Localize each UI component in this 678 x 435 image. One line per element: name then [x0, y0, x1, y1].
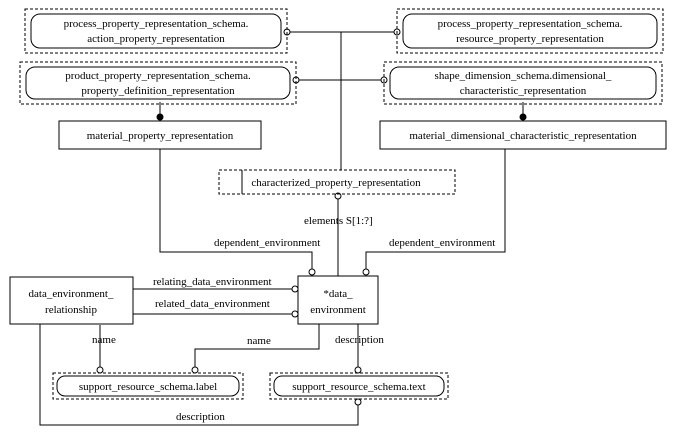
elements-label: elements S[1:?] [304, 215, 373, 227]
material-property-label: material_property_representation [87, 130, 234, 142]
material-property-representation-box: material_property_representation [58, 120, 262, 150]
relationship-line2: relationship [45, 304, 97, 316]
dimensional-characteristic-representation-box: shape_dimension_schema.dimensional_ char… [383, 61, 663, 105]
relation-labels: elements S[1:?] dependent_environment de… [92, 215, 495, 423]
property-definition-line2: property_definition_representation [81, 85, 235, 97]
related-data-environment-label: related_data_environment [155, 298, 270, 310]
support-resource-label-box: support_resource_schema.label [52, 372, 244, 400]
dimensional-characteristic-line2: characteristic_representation [460, 85, 587, 97]
name-left-label: name [92, 334, 116, 346]
dimensional-characteristic-line1: shape_dimension_schema.dimensional_ [435, 70, 612, 82]
resource-property-line1: process_property_representation_schema. [438, 18, 623, 30]
action-property-line1: process_property_representation_schema. [64, 18, 249, 30]
description-right-label: description [335, 334, 384, 346]
action-property-line2: action_property_representation [87, 33, 225, 45]
data-environment-box: *data_ environment [297, 275, 379, 325]
data-environment-relationship-box: data_environment_ relationship [9, 276, 134, 325]
action-property-representation-box: process_property_representation_schema. … [24, 8, 288, 54]
characterized-property-representation-box: characterized_property_representation [218, 169, 456, 195]
data-environment-line2: environment [310, 304, 366, 316]
resource-property-line2: resource_property_representation [456, 33, 604, 45]
description-bottom-label: description [176, 411, 225, 423]
dependent-environment-right-label: dependent_environment [389, 237, 495, 249]
support-resource-label-text: support_resource_schema.label [79, 381, 217, 393]
data-environment-line1: *data_ [323, 288, 353, 300]
relationship-line1: data_environment_ [29, 288, 114, 300]
property-definition-representation-box: product_property_representation_schema. … [19, 61, 297, 105]
material-dimensional-characteristic-representation-box: material_dimensional_characteristic_repr… [379, 120, 667, 150]
dependent-environment-left-label: dependent_environment [214, 237, 320, 249]
support-resource-text-box: support_resource_schema.text [269, 372, 449, 400]
property-definition-line1: product_property_representation_schema. [65, 70, 251, 82]
support-resource-text-text: support_resource_schema.text [292, 381, 425, 393]
connector-lines [39, 31, 524, 426]
resource-property-representation-box: process_property_representation_schema. … [396, 8, 664, 54]
name-right-label: name [247, 335, 271, 347]
material-dimensional-label: material_dimensional_characteristic_repr… [409, 130, 637, 142]
characterized-property-label: characterized_property_representation [251, 177, 421, 189]
relating-data-environment-label: relating_data_environment [153, 276, 272, 288]
